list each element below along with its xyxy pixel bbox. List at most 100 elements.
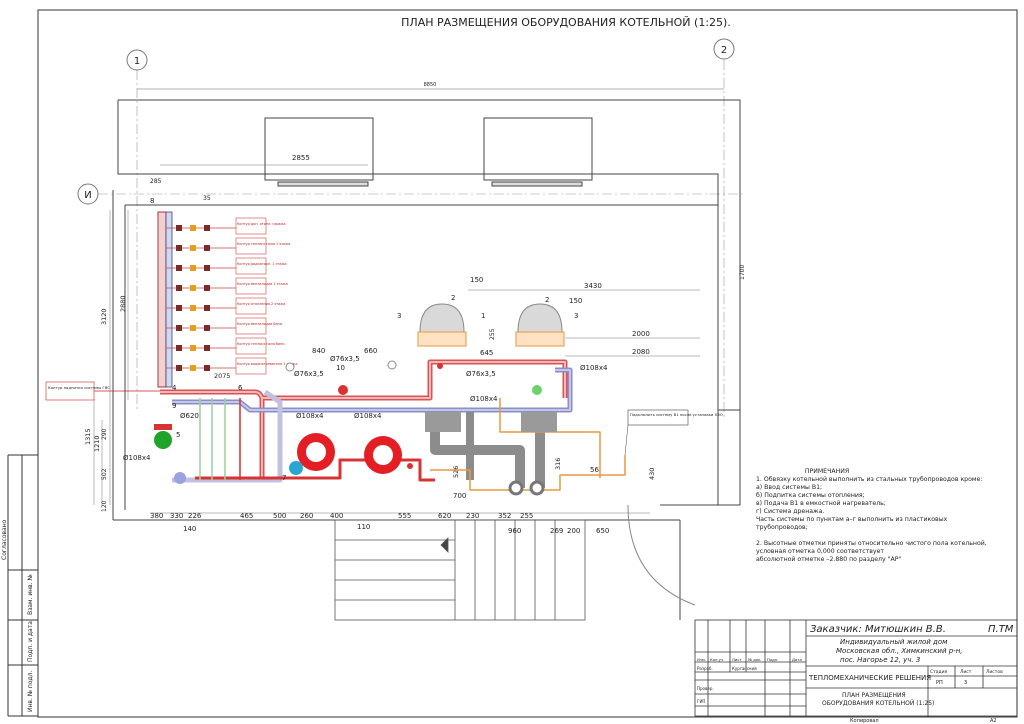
circuit-label: Контур радиаторн. 1 этажа — [237, 262, 287, 266]
circuit-label: Контур вентиляции 1 этажа — [237, 282, 288, 286]
note-line: абсолютной отметке –2.880 по разделу "АР… — [756, 556, 902, 563]
dim-2000: 2000 — [632, 330, 650, 338]
project-code: П.ТМ — [988, 624, 1014, 635]
dim-465: 465 — [240, 512, 253, 520]
circuit-valve — [204, 365, 210, 371]
axis-label-2: 2 — [721, 45, 727, 56]
marker-3-b: 3 — [574, 312, 578, 320]
stamp-col-ndok: № док. — [748, 657, 762, 662]
axis-marker-2 — [713, 38, 735, 60]
stamp-row-razrab: Разраб. — [697, 666, 713, 671]
circulation-pump — [338, 385, 348, 395]
storage-heater-2-core — [373, 445, 393, 465]
side-podp: Подп. и дата — [27, 621, 34, 662]
dim-290: 290 — [101, 428, 108, 440]
stamp-row-gip: ГИП — [697, 699, 705, 704]
valve-2 — [407, 463, 413, 469]
dim-260: 260 — [300, 512, 313, 520]
circuit-valve — [204, 245, 210, 251]
stamp-h-list: Лист — [960, 669, 972, 675]
circuit-valve — [190, 265, 196, 271]
dim-1315: 1315 — [84, 428, 92, 445]
pipe-108-d: Ø108х4 — [470, 395, 498, 403]
circuit-valve — [176, 325, 182, 331]
circuit-valve — [176, 285, 182, 291]
dim-8850: 8850 — [424, 82, 437, 88]
left-dimensions — [93, 210, 129, 505]
pipe-620: Ø620 — [180, 412, 199, 420]
note-line: а) Ввод системы В1; — [756, 484, 823, 491]
dim-230: 230 — [466, 512, 479, 520]
expansion-tank — [289, 461, 303, 475]
section-name: ТЕПЛОМЕХАНИЧЕСКИЕ РЕШЕНИЯ — [808, 674, 931, 682]
stamp-col-data: Дата — [792, 657, 802, 662]
circuit-valve — [190, 305, 196, 311]
notes-lines: 1. Обвязку котельной выполнить из стальн… — [756, 476, 1018, 564]
marker-8: 8 — [150, 197, 154, 205]
object-line-3: пос. Нагорье 12, уч. 3 — [840, 656, 920, 664]
dim-200: 200 — [567, 527, 580, 535]
note-line: условная отметка 0,000 соответствует — [756, 548, 884, 555]
customer-name: Заказчик: Митюшкин В.В. — [810, 624, 946, 635]
boiler-1 — [417, 303, 467, 432]
circuit-valve — [204, 225, 210, 231]
note-line: 2. Высотные отметки приняты относительно… — [756, 540, 987, 547]
circuit-label: Контур теплого пола бани — [237, 342, 285, 346]
marker-4: 4 — [172, 384, 177, 392]
circuit-valve — [190, 325, 196, 331]
circuit-valve — [176, 225, 182, 231]
marker-6: 6 — [238, 384, 243, 392]
flue-outlet-1 — [508, 480, 524, 496]
note-line: в) Подача В1 в емкостной нагреватель; — [756, 500, 886, 507]
dim-120: 120 — [101, 500, 108, 512]
note-line: б) Подпитка системы отопления; — [756, 492, 865, 499]
sheet-title-1: ПЛАН РАЗМЕЩЕНИЯ — [842, 692, 906, 699]
pipe-76-b: Ø76х3,5 — [294, 370, 324, 378]
dim-140: 140 — [183, 525, 196, 533]
note-line: г) Система дренажа. — [756, 508, 825, 515]
circuit-valve — [190, 285, 196, 291]
title-block — [694, 619, 1018, 717]
dim-2880: 2880 — [119, 295, 127, 312]
circuit-label: Контур доп. отопл. гаража — [237, 222, 286, 226]
dim-35: 35 — [203, 195, 211, 202]
pipe-108-b: Ø108х4 — [296, 412, 324, 420]
dim-255: 255 — [520, 512, 533, 520]
axis-label-1: 1 — [134, 56, 140, 67]
dim-650: 650 — [596, 527, 609, 535]
dim-3430: 3430 — [584, 282, 602, 290]
circuit-label-box — [235, 297, 267, 315]
circuit-valve — [204, 305, 210, 311]
dim-285: 285 — [150, 178, 162, 185]
notes-block: ПРИМЕЧАНИЯ 1. Обвязку котельной выполнит… — [756, 468, 1018, 564]
circuit-valve — [190, 345, 196, 351]
dim-1700: 1700 — [739, 265, 746, 280]
axis-label-i: И — [84, 190, 91, 201]
circuit-valve — [204, 285, 210, 291]
stamp-copied: Копировал — [850, 718, 879, 724]
circuit-label: Контур отопления 2 этажа — [237, 302, 285, 306]
side-strip: Согласовано Взам. инв. № Подп. и дата Ин… — [1, 454, 38, 717]
circuit-label-box — [235, 217, 267, 235]
circuit-valve — [176, 365, 182, 371]
stamp-h-stadiya: Стадия — [930, 669, 948, 675]
dim-400: 400 — [330, 512, 343, 520]
sheet-title-2: ОБОРУДОВАНИЯ КОТЕЛЬНОЙ (1:25) — [822, 700, 934, 707]
stamp-stadiya: РП — [936, 680, 943, 686]
boiler-2 — [515, 303, 565, 432]
dim-526: 526 — [452, 466, 460, 478]
dim-660: 660 — [364, 347, 377, 355]
filter-unit — [174, 472, 186, 484]
position-markers: 1 2 2 3 3 4 5 6 7 8 9 10 — [150, 197, 578, 482]
object-line-2: Московская обл., Химкинский р-н, — [836, 647, 963, 655]
valve-1 — [437, 363, 443, 369]
stamp-list: 3 — [964, 680, 967, 686]
manifold — [157, 211, 173, 388]
note-line: трубопроводов; — [756, 524, 808, 531]
side-inv: Инв. № подл. — [27, 671, 34, 712]
circuit-label-box — [235, 257, 267, 275]
circuit-label: Контур теплого пола 1 этажа — [237, 242, 290, 246]
dim-316: 316 — [554, 458, 562, 470]
circuit-label-box — [235, 317, 267, 335]
dim-269: 269 — [550, 527, 563, 535]
